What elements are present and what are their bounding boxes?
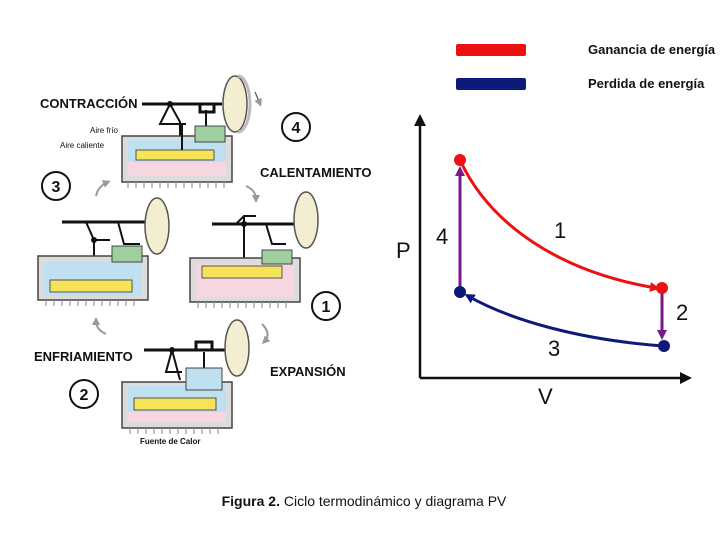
cycle-arrow-4-1 [245, 185, 260, 203]
svg-text:4: 4 [292, 120, 301, 137]
pv-label-2: 2 [676, 300, 688, 325]
cycle-arrow-3-4 [95, 180, 111, 197]
stirling-engine-diagram: CONTRACCIÓN Aire frío Aire caliente [34, 74, 371, 446]
legend-loss: Perdida de energía [456, 76, 716, 91]
pv-curve-1 [458, 159, 660, 292]
pv-diagram: P V 1 2 3 4 [396, 114, 692, 409]
axis-v-label: V [538, 384, 553, 409]
stage-number-1: 1 [311, 291, 341, 321]
stage-label-calentamiento: CALENTAMIENTO [260, 165, 371, 180]
stage-label-contraccion: CONTRACCIÓN [40, 96, 138, 111]
pv-point-top-right [656, 282, 668, 294]
pv-curve-3 [464, 294, 665, 348]
engine-unit-contraccion: CONTRACCIÓN Aire frío Aire caliente [40, 74, 262, 188]
pv-label-3: 3 [548, 336, 560, 361]
caption-bold: Figura 2. [221, 493, 280, 509]
stage-label-expansion: EXPANSIÓN [270, 364, 346, 379]
legend-gain-label: Ganancia de energía [588, 42, 716, 57]
legend-loss-swatch [456, 77, 526, 90]
stage-label-enfriamiento: ENFRIAMIENTO [34, 349, 133, 364]
engine-unit-calentamiento: CALENTAMIENTO [189, 165, 371, 308]
stage-number-2: 2 [69, 379, 99, 409]
pv-label-1: 1 [554, 218, 566, 243]
stage-number-4: 4 [281, 112, 311, 142]
label-aire-frio: Aire frío [90, 126, 119, 135]
cycle-arrow-2-3 [92, 317, 107, 335]
svg-text:3: 3 [52, 179, 61, 196]
svg-text:2: 2 [80, 387, 89, 404]
pv-label-4: 4 [436, 224, 448, 249]
engine-unit-left [37, 197, 170, 306]
figure-caption: Figura 2. Ciclo termodinámico y diagrama… [0, 493, 728, 509]
stage-number-3: 3 [41, 171, 71, 201]
cycle-arrow-1-2 [261, 323, 271, 345]
label-aire-caliente: Aire caliente [60, 141, 105, 150]
legend-loss-label: Perdida de energía [588, 76, 705, 91]
axis-p-label: P [396, 238, 411, 263]
caption-text: Ciclo termodinámico y diagrama PV [279, 493, 507, 509]
pv-point-bottom-left [454, 286, 466, 298]
label-fuente-calor: Fuente de Calor [140, 437, 200, 446]
pv-point-top-left [454, 154, 466, 166]
legend-gain: Ganancia de energía [456, 42, 716, 57]
engine-unit-expansion: EXPANSIÓN Fuente de Calor [121, 319, 346, 446]
legend-gain-swatch [456, 43, 526, 56]
pv-point-bottom-right [658, 340, 670, 352]
svg-text:1: 1 [322, 299, 331, 316]
